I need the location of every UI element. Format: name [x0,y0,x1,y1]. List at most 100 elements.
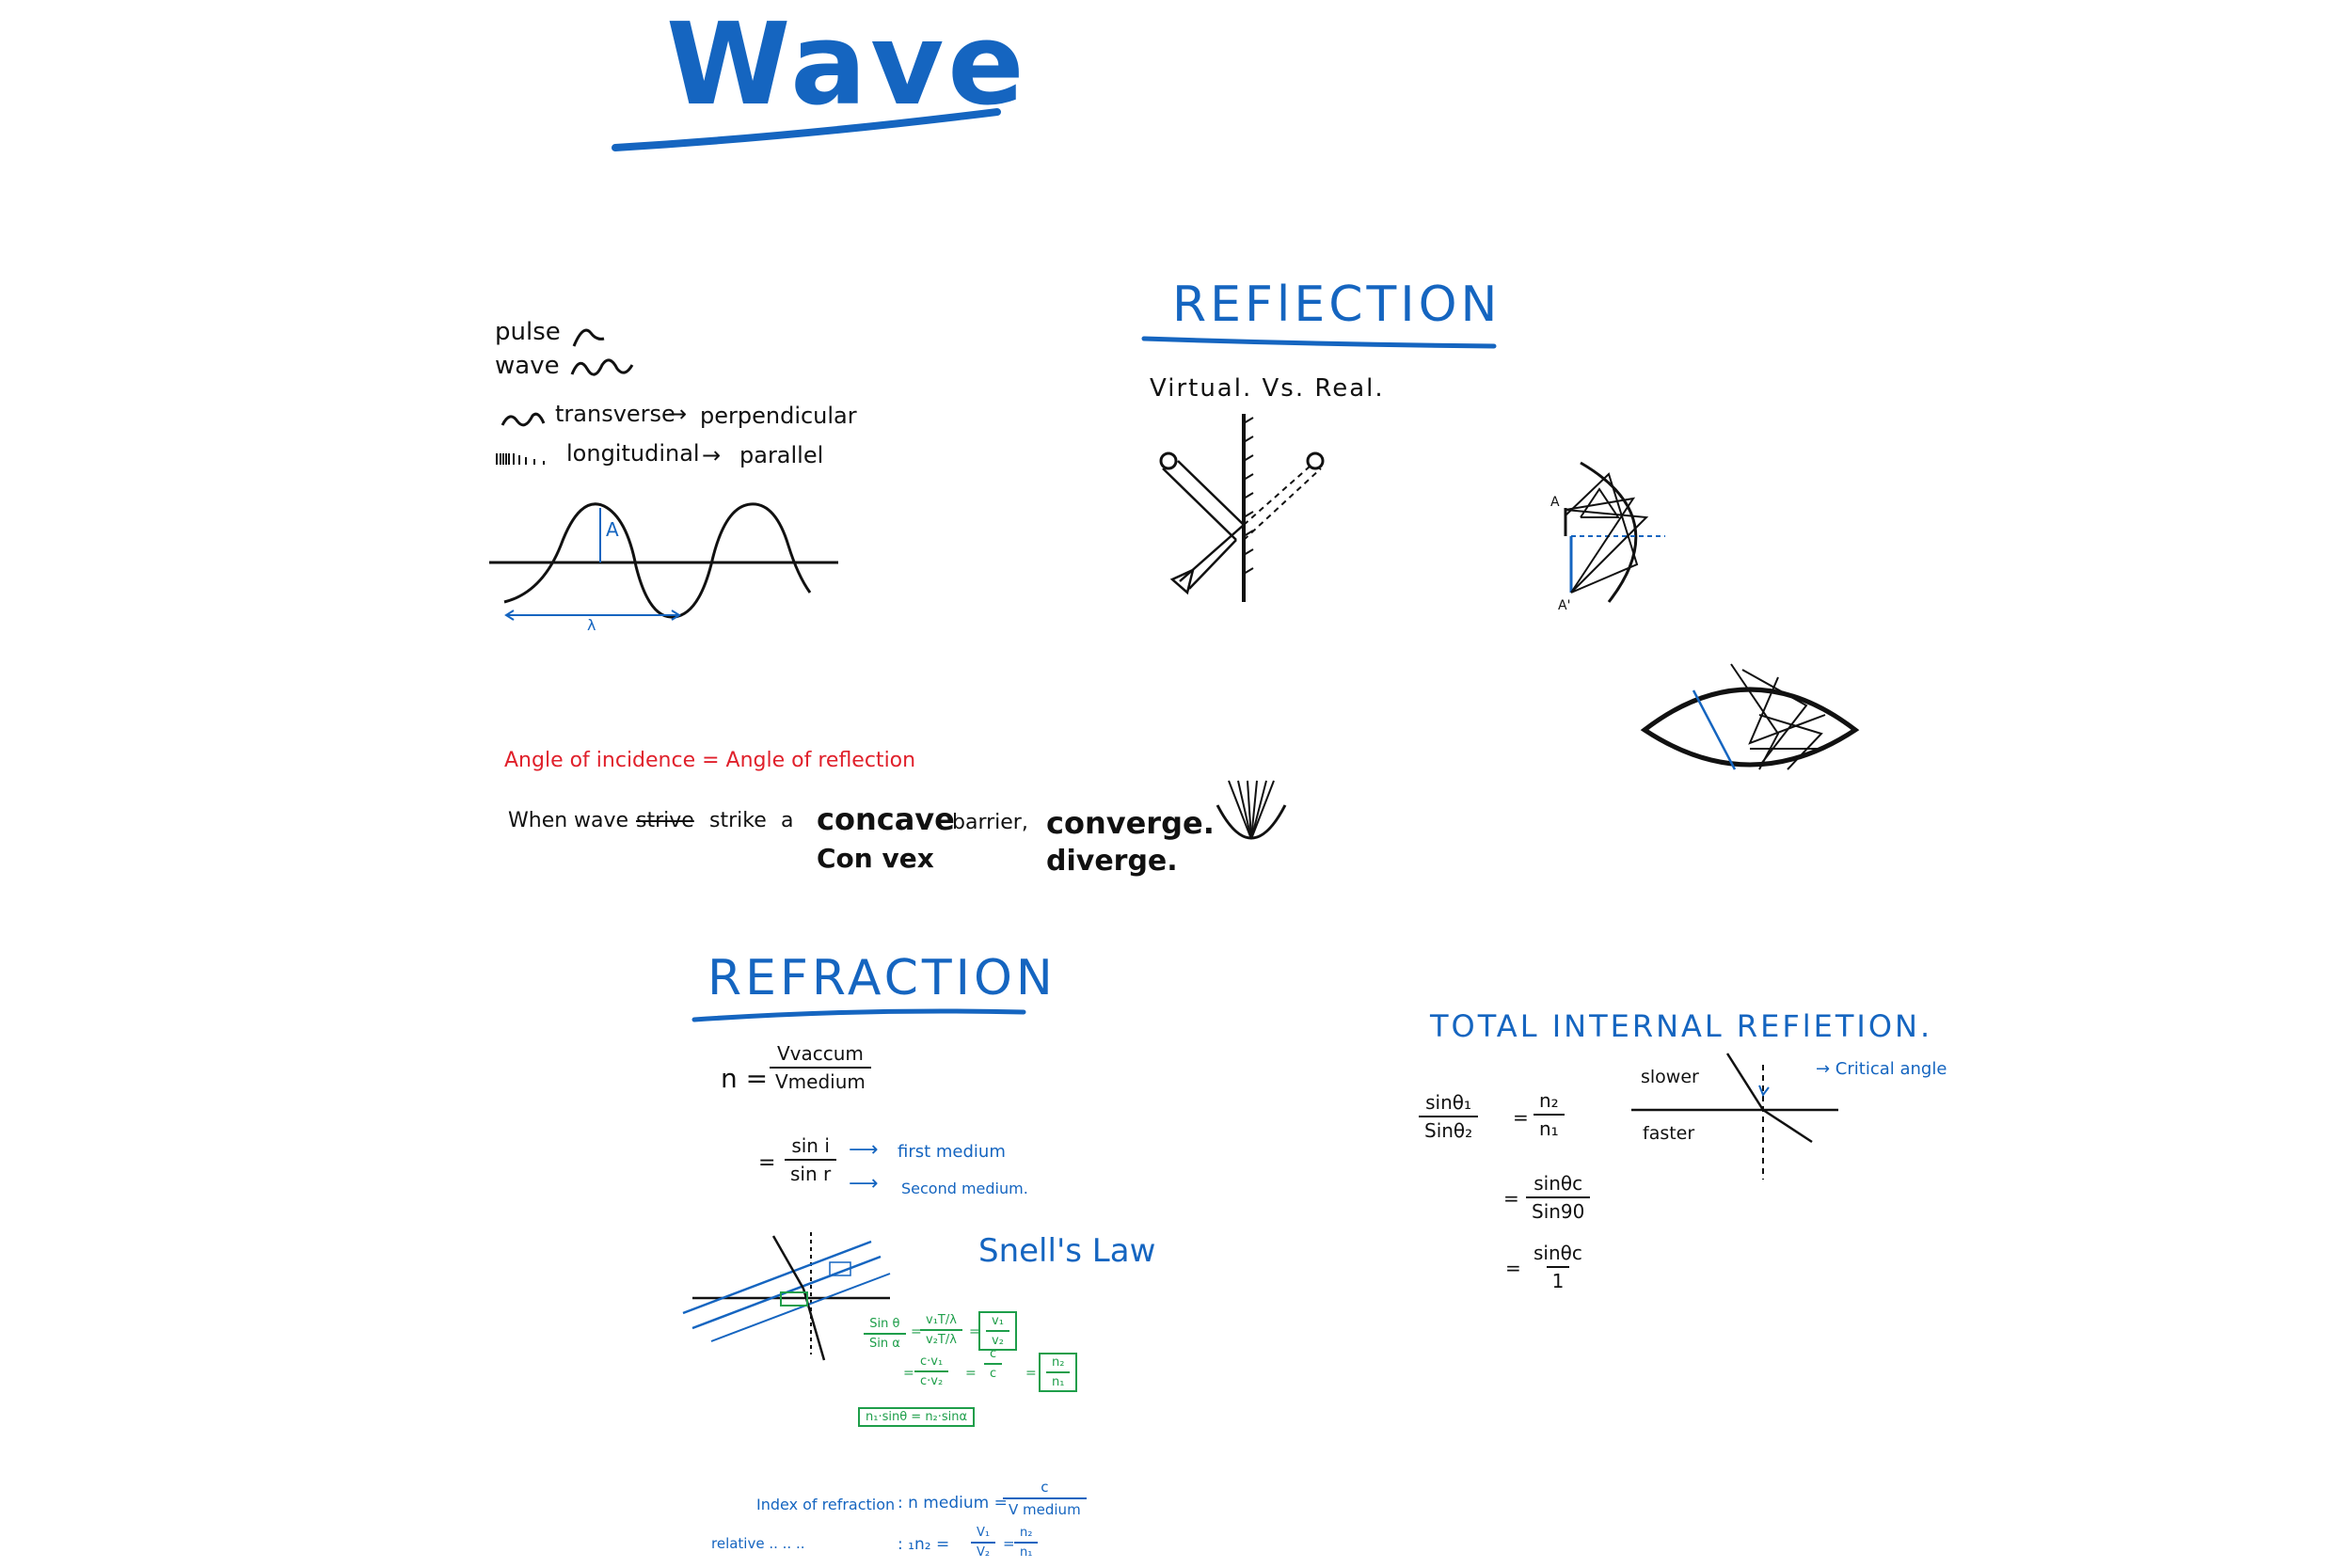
derive-eq-1: = [911,1324,922,1339]
relative-v1: V₁ [977,1526,991,1540]
strike-word: strike [709,809,767,832]
derive-n1: n₁ [1046,1371,1071,1389]
relative-n2: n₂ [1020,1526,1033,1540]
mirror-label-a-prime: A' [1558,598,1570,613]
parallel-label: parallel [739,442,824,468]
longitudinal-label: longitudinal [566,440,700,467]
mirror-diagram [1159,414,1325,602]
derive-n2: n₂ [1052,1355,1065,1370]
reflection-underline [1141,336,1497,349]
derive-sin-fraction: Sin θ Sin α [864,1317,906,1351]
longitudinal-arrow: → [702,442,722,468]
a-word: a [781,809,794,832]
reflection-law: Angle of incidence = Angle of reflection [504,749,916,772]
critical-angle-label: → Critical angle [1816,1059,1947,1079]
derive-sin-theta: Sin θ [869,1317,900,1331]
index-of-refraction-label: Index of refraction [756,1496,896,1513]
transverse-arrow: → [668,401,688,427]
relative-label: relative .. .. .. [711,1535,805,1552]
tir-eq-3: = [1505,1257,1521,1279]
relative-eq-2: = [1003,1535,1015,1552]
pulse-sketch [572,328,605,347]
second-medium-arrow: ⟶ [849,1172,879,1196]
concave-word: concave [817,801,955,837]
snell-formula-box: n₁·sinθ = n₂·sinα [858,1407,976,1427]
tir-sin90: Sin90 [1526,1196,1591,1223]
derive-sin-alpha: Sin α [864,1333,906,1351]
diverge-word: diverge. [1046,845,1178,878]
tir-eq-2: = [1503,1187,1519,1210]
barrier-word: barrier, [952,811,1028,834]
longitudinal-sketch [496,453,545,465]
tir-sin2: Sinθ₂ [1419,1116,1479,1142]
strive-word: strive [636,809,694,832]
ellipse-reflector-diagram [1640,663,1860,770]
v-vaccum: Vvaccum [776,1042,864,1065]
transverse-sketch [501,412,546,427]
relative-v2: V₂ [971,1542,996,1560]
page-title: Wave [666,0,1028,131]
tir-faster-label: faster [1643,1123,1695,1144]
derive-cv-fraction: c·v₁ c·v₂ [914,1354,949,1388]
tir-one: 1 [1546,1266,1570,1292]
converge-word: converge. [1046,805,1215,841]
index-of-refraction-eq: : n medium = [898,1494,1008,1513]
sin-ratio-equals: = [758,1151,776,1175]
virtual-vs-real: Virtual. Vs. Real. [1150,374,1385,403]
wave-sketch [570,358,634,376]
convex-word: Con vex [817,843,934,874]
transverse-label: transverse [555,401,675,427]
derive-v-fraction: v₁ v₂ [978,1311,1017,1351]
snells-law-label: Snell's Law [978,1232,1156,1270]
tir-slower-label: slower [1641,1067,1699,1087]
relative-eq: : ₁n₂ = [898,1535,950,1554]
tir-n1: n₁ [1534,1114,1565,1140]
concave-mirror-ray-diagram: A A' [1550,461,1665,613]
index-c: c [1041,1479,1049,1496]
derive-n-fraction: n₂ n₁ [1039,1353,1078,1392]
refraction-heading: REFRACTION [707,950,1057,1006]
first-medium-arrow: ⟶ [849,1138,879,1162]
sine-wave-diagram: A λ [489,502,838,634]
derive-v1: v₁ [992,1314,1004,1328]
n-definition-fraction: Vvaccum Vmedium [770,1042,871,1093]
perpendicular-label: perpendicular [700,403,857,429]
sin-ratio-fraction: sin i sin r [785,1134,837,1185]
derive-c-top: c [990,1347,997,1361]
tir-sin-fraction: sinθ₁ Sinθ₂ [1419,1091,1479,1142]
tir-sinc: sinθc [1534,1172,1583,1195]
second-medium-label: Second medium. [901,1180,1028,1197]
derive-c-over-fraction: c c [984,1347,1003,1381]
first-medium-label: first medium [898,1142,1006,1162]
pulse-label: pulse [495,318,561,346]
refraction-wavefront-diagram [682,1232,891,1361]
derive-c-bottom: c [984,1363,1003,1381]
derive-v2t: v₂T/λ [920,1329,962,1347]
derive-eq-4: = [965,1366,977,1381]
reflection-heading: REFlECTION [1172,277,1502,333]
tir-n2: n₂ [1539,1089,1559,1112]
wavelength-label: λ [587,616,596,634]
derive-v1t: v₁T/λ [926,1313,957,1327]
n-equals: n = [721,1063,769,1094]
critical-angle-diagram [1631,1053,1838,1180]
relative-n1: n₁ [1014,1542,1039,1560]
v-medium: Vmedium [770,1067,871,1093]
tir-sinc-2: sinθc [1534,1242,1582,1264]
index-fraction: c V medium [1003,1479,1087,1518]
index-vmedium: V medium [1003,1497,1087,1518]
derive-eq-2: = [969,1324,980,1339]
wave-word: wave [574,809,629,832]
sin-i: sin i [791,1134,830,1157]
tir-n-fraction: n₂ n₁ [1534,1089,1565,1140]
tir-heading: TOTAL INTERNAL REFlETION. [1430,1008,1933,1044]
concave-focus-sketch [1216,780,1287,840]
derive-v2: v₂ [986,1330,1009,1348]
tir-eq-1: = [1513,1106,1529,1129]
title-underline [612,108,1001,151]
mirror-label-a: A [1550,495,1560,510]
when-word: When [508,809,568,832]
relative-n-fraction: n₂ n₁ [1014,1526,1039,1560]
tir-sinc-one-fraction: sinθc 1 [1528,1242,1588,1292]
sin-r: sin r [785,1159,837,1185]
